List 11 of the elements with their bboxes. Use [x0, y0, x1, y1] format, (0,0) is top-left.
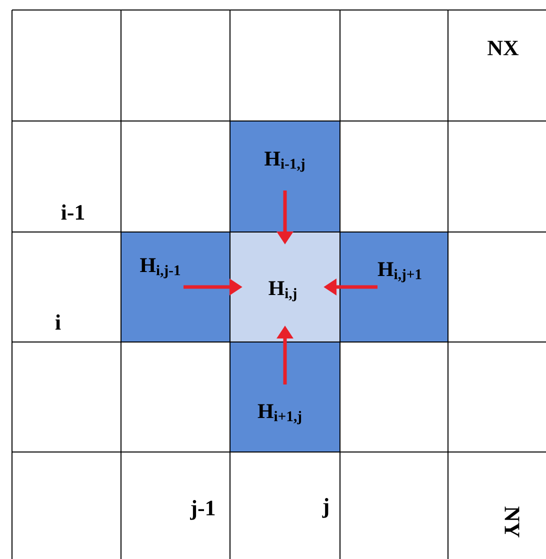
grid-label: j — [322, 498, 328, 518]
grid-label: NY — [504, 506, 520, 538]
grid-cell: H$_{i,j-1}$ — [120, 232, 230, 342]
grid-label: i-1 — [61, 204, 84, 220]
grid-label: j-1 — [190, 500, 215, 520]
grid-cell: H$_{i-1,j}$ — [230, 120, 340, 232]
grid-cell: H$_{i+1,j}$ — [230, 342, 340, 452]
grid-cell: H$_{i,j}$ — [230, 232, 340, 342]
grid-label: i — [55, 314, 61, 330]
grid-label: NX — [488, 40, 519, 56]
grid-cell: H$_{i,j+1}$ — [340, 232, 448, 342]
